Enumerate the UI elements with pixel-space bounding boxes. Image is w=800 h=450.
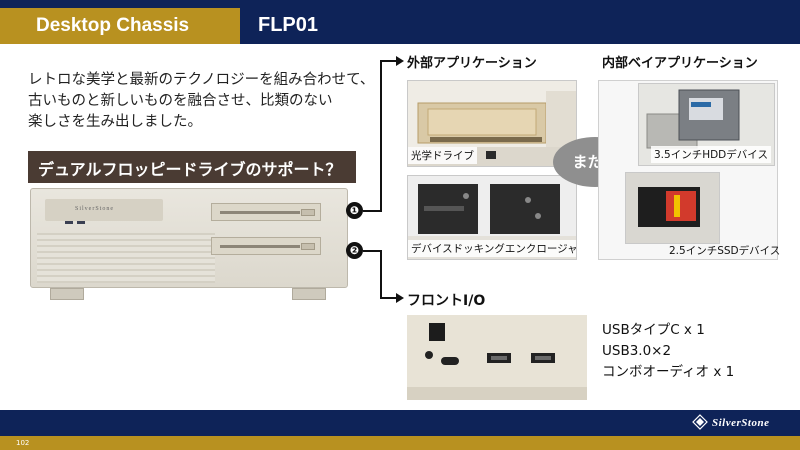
footer-gold-strip	[0, 436, 800, 450]
external-caption: 光学ドライブ	[408, 147, 477, 164]
front-io-panel-icon	[407, 315, 587, 400]
intro-line: レトロな美学と最新のテクノロジーを組み合わせて、	[28, 72, 375, 88]
front-io-item: USB3.0×2	[602, 343, 672, 359]
arrow-right-icon	[396, 56, 404, 66]
intro-line: 楽しさを生み出しました。	[28, 114, 202, 130]
floppy-slot	[220, 211, 300, 214]
hdd-icon	[639, 84, 774, 165]
internal-caption: 2.5インチSSDデバイス	[669, 245, 781, 257]
connector-line	[363, 250, 381, 252]
front-io-item: USBタイプC x 1	[602, 322, 705, 338]
internal-caption: 3.5インチHDDデバイス	[651, 146, 771, 163]
chassis-front-image: SilverStone	[30, 188, 348, 312]
front-io-photo	[407, 315, 587, 400]
eject-button	[301, 243, 315, 250]
ssd-icon	[626, 173, 719, 243]
internal-title: 内部ベイアプリケーション	[602, 56, 758, 71]
chassis-left-panel: SilverStone	[37, 195, 215, 283]
connector-line	[380, 60, 382, 212]
eject-button	[301, 209, 315, 216]
chassis-logo: SilverStone	[75, 206, 114, 212]
floppy-bay-2	[211, 237, 321, 255]
chassis-foot	[50, 288, 84, 300]
brand-logo: SilverStone	[712, 417, 770, 429]
floppy-bay-1	[211, 203, 321, 221]
arrow-right-icon	[396, 293, 404, 303]
external-caption: デバイスドッキングエンクロージャ	[408, 240, 576, 257]
page-number: 102	[16, 439, 30, 447]
footer-bar	[0, 410, 800, 436]
brand-logo-icon	[692, 414, 708, 430]
optical-drive-icon	[408, 81, 576, 166]
marker-2: ❷	[346, 242, 363, 259]
connector-line	[380, 250, 382, 298]
hdd-photo: 3.5インチHDDデバイス	[638, 83, 775, 166]
ssd-photo	[625, 172, 720, 244]
chassis-vents	[37, 233, 215, 283]
chassis-body: SilverStone	[30, 188, 348, 288]
intro-text: レトロな美学と最新のテクノロジーを組み合わせて、 古いものと新しいものを融合させ…	[28, 70, 375, 133]
connector-line	[363, 210, 381, 212]
chassis-foot	[292, 288, 326, 300]
floppy-slot	[220, 245, 300, 248]
marker-1: ❶	[346, 202, 363, 219]
chassis-badge: SilverStone	[45, 199, 163, 221]
intro-line: 古いものと新しいものを融合させ、比類のない	[28, 93, 333, 109]
power-led	[65, 221, 73, 224]
header-category-tab	[0, 8, 240, 44]
front-io-list: USBタイプC x 1 USB3.0×2 コンボオーディオ x 1	[602, 320, 734, 383]
front-io-title: フロントI/O	[407, 293, 486, 309]
optical-drive-photo: 光学ドライブ	[407, 80, 577, 167]
section-title: デュアルフロッピードライブのサポート？	[28, 151, 356, 183]
front-io-item: コンボオーディオ x 1	[602, 364, 735, 380]
header-category: Desktop Chassis	[36, 15, 190, 36]
external-title: 外部アプリケーション	[407, 56, 537, 71]
header-model: FLP01	[258, 14, 319, 36]
connector-line	[380, 60, 396, 62]
connector-line	[380, 297, 396, 299]
hdd-led	[77, 221, 85, 224]
docking-enclosure-photo: デバイスドッキングエンクロージャ	[407, 175, 577, 260]
